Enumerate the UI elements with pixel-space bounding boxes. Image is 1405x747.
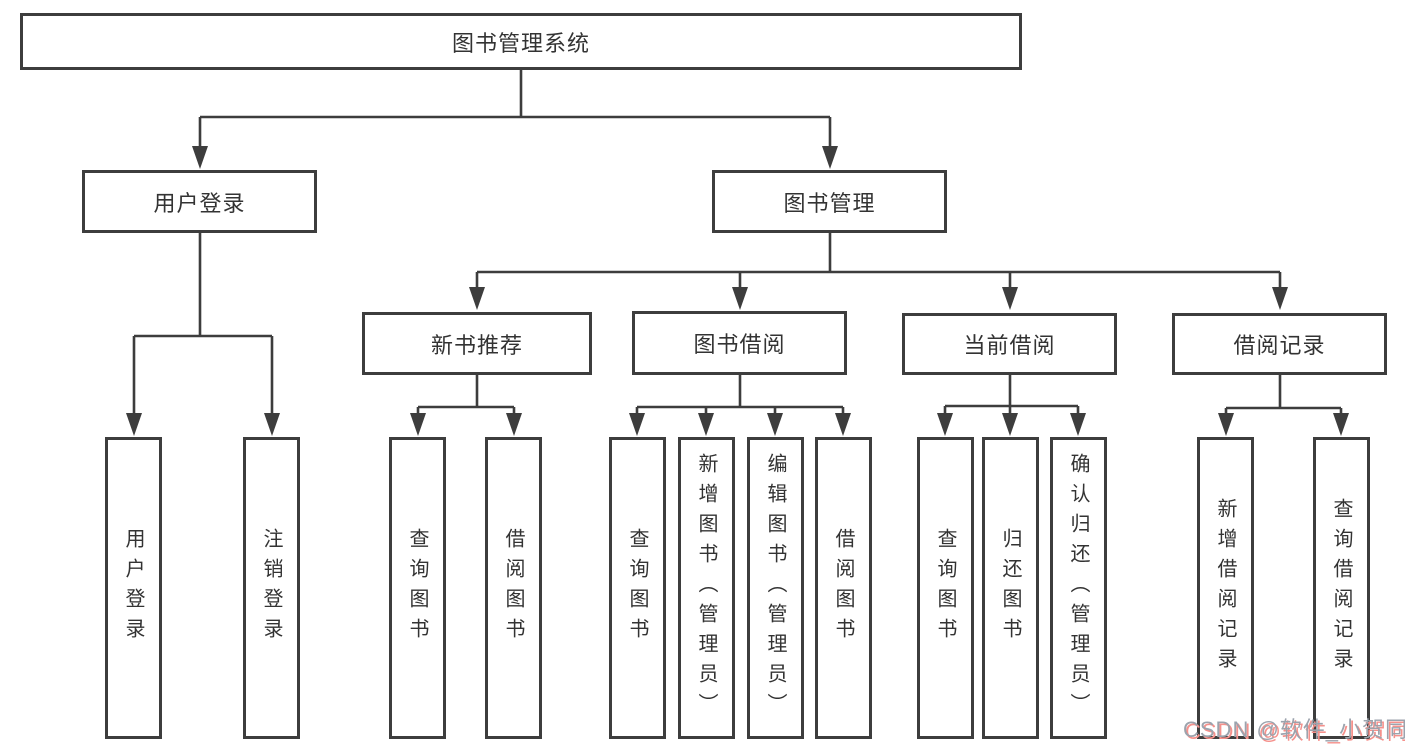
node-add-borrow-record: 新增借阅记录	[1197, 437, 1254, 739]
node-library-management-system: 图书管理系统	[20, 13, 1022, 70]
node-query-borrow-record: 查询借阅记录	[1313, 437, 1370, 739]
node-return-books: 归还图书	[982, 437, 1039, 739]
node-query-books-current: 查询图书	[917, 437, 974, 739]
node-current-borrowing: 当前借阅	[902, 313, 1117, 375]
node-edit-books-admin: 编辑图书（管理员）	[747, 437, 804, 739]
node-borrow-books-recommend: 借阅图书	[485, 437, 542, 739]
node-user-login: 用户登录	[105, 437, 162, 739]
node-borrow-books: 借阅图书	[815, 437, 872, 739]
node-add-books-admin: 新增图书（管理员）	[678, 437, 735, 739]
node-query-books-recommend: 查询图书	[389, 437, 446, 739]
csdn-watermark: CSDN @软件_小贺同学	[1183, 717, 1405, 742]
node-book-management-branch: 图书管理	[712, 170, 947, 233]
node-new-book-recommendation: 新书推荐	[362, 312, 592, 375]
node-logout: 注销登录	[243, 437, 300, 739]
node-borrowing-records: 借阅记录	[1172, 313, 1387, 375]
node-user-login-branch: 用户登录	[82, 170, 317, 233]
node-confirm-return-admin: 确认归还（管理员）	[1050, 437, 1107, 739]
node-book-borrowing: 图书借阅	[632, 311, 847, 375]
node-query-books-borrowing: 查询图书	[609, 437, 666, 739]
